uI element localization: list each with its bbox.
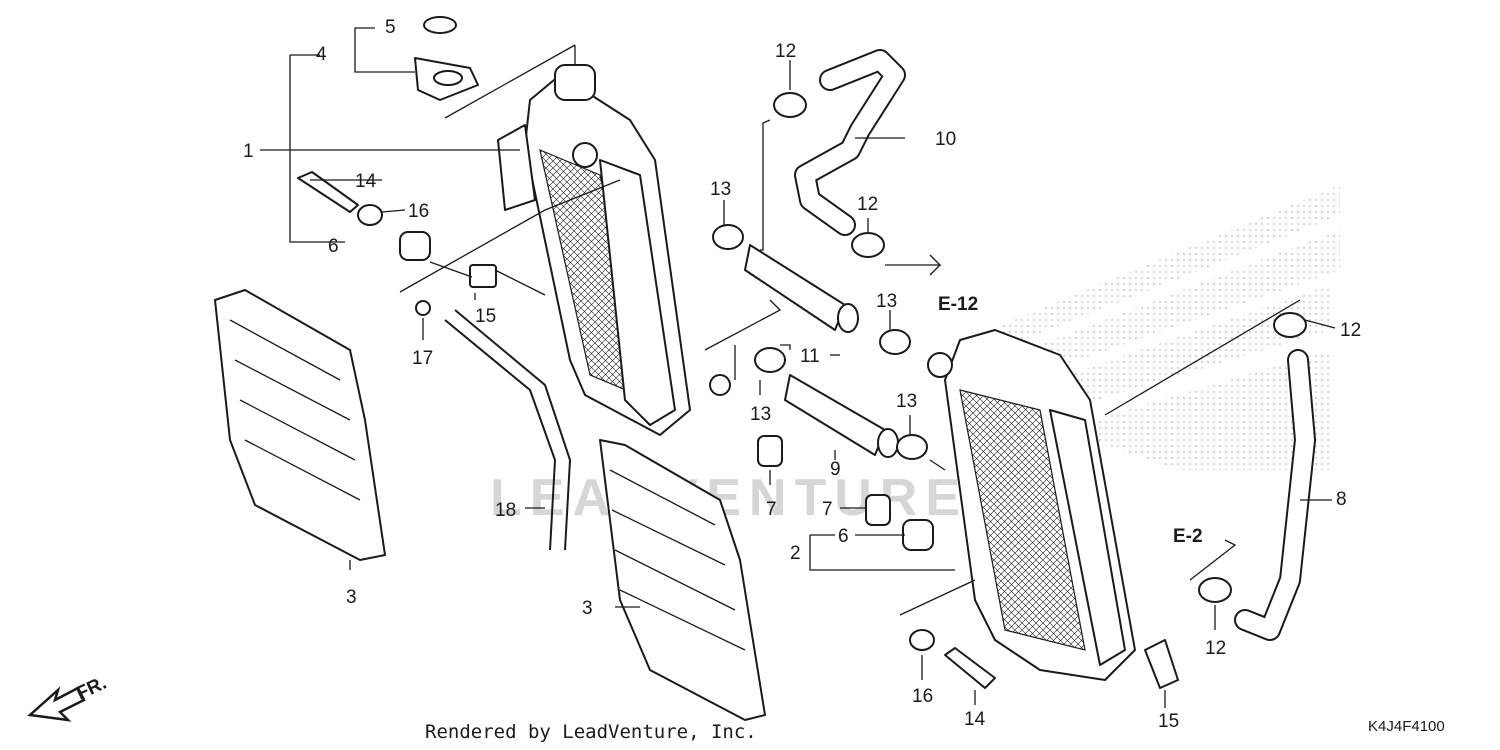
- callout-9[interactable]: 9: [830, 459, 841, 480]
- callout-12-mid[interactable]: 12: [857, 194, 878, 215]
- callout-2[interactable]: 2: [790, 543, 801, 564]
- ref-e12[interactable]: E-12: [938, 294, 978, 315]
- callout-18[interactable]: 18: [495, 500, 516, 521]
- shroud-left[interactable]: [214, 289, 386, 561]
- diagram-code: K4J4F4100: [1368, 718, 1445, 735]
- callout-13-b[interactable]: 13: [876, 291, 897, 312]
- clamp-12-right[interactable]: [1273, 312, 1307, 338]
- callout-13-a[interactable]: 13: [710, 179, 731, 200]
- callout-1[interactable]: 1: [243, 141, 254, 162]
- callout-16-left[interactable]: 16: [408, 201, 429, 222]
- callout-5[interactable]: 5: [385, 17, 396, 38]
- callout-14-right[interactable]: 14: [964, 709, 986, 730]
- ref-e2[interactable]: E-2: [1173, 526, 1203, 547]
- clamp-13-d[interactable]: [896, 434, 928, 460]
- leadventure-watermark: LEADVENTURE: [490, 469, 968, 527]
- clamp-13-c[interactable]: [754, 347, 786, 373]
- callout-6-right[interactable]: 6: [838, 526, 849, 547]
- callout-15-right[interactable]: 15: [1158, 711, 1179, 732]
- callout-13-d[interactable]: 13: [896, 391, 917, 412]
- clamp-12-low[interactable]: [1198, 577, 1232, 603]
- shroud-right[interactable]: [599, 439, 766, 721]
- callout-7-right[interactable]: 7: [822, 499, 833, 520]
- callout-16-right[interactable]: 16: [912, 686, 933, 707]
- clamp-13-b[interactable]: [879, 329, 911, 355]
- callout-13-c[interactable]: 13: [750, 404, 771, 425]
- clamp-12-top[interactable]: [773, 92, 807, 118]
- hose-10[interactable]: [794, 49, 906, 236]
- cap-gasket[interactable]: [423, 16, 457, 34]
- callout-15-left[interactable]: 15: [475, 306, 496, 327]
- clamp-12-mid[interactable]: [851, 232, 885, 258]
- callout-14-left[interactable]: 14: [355, 171, 377, 192]
- honda-wing-watermark: [990, 185, 1340, 470]
- radiator-cap[interactable]: [414, 57, 479, 101]
- bolt-14-left[interactable]: [297, 171, 359, 213]
- callout-17[interactable]: 17: [412, 348, 433, 369]
- front-direction-arrow: [27, 686, 86, 722]
- pipe-11[interactable]: [744, 244, 859, 333]
- washer-16-left[interactable]: [357, 204, 383, 226]
- callout-3-left[interactable]: 3: [346, 587, 357, 608]
- callout-6-left[interactable]: 6: [328, 236, 339, 257]
- hose-8[interactable]: [1234, 349, 1316, 641]
- pipe-9[interactable]: [784, 374, 899, 458]
- grommet-6-left[interactable]: [399, 231, 431, 261]
- collar-7-left[interactable]: [757, 435, 783, 467]
- collar-7-right[interactable]: [865, 494, 891, 526]
- grommet-6-right[interactable]: [902, 519, 934, 551]
- callout-12-low[interactable]: 12: [1205, 638, 1226, 659]
- clip-17[interactable]: [415, 300, 431, 316]
- callout-12-right[interactable]: 12: [1340, 320, 1361, 341]
- clip-15-left[interactable]: [469, 264, 497, 288]
- leader-lines: [260, 27, 1336, 708]
- callout-7-left[interactable]: 7: [766, 499, 777, 520]
- callout-4[interactable]: 4: [316, 44, 327, 65]
- callout-11[interactable]: 11: [800, 346, 820, 367]
- radiator-right[interactable]: [927, 329, 1136, 681]
- tube-18[interactable]: [444, 309, 572, 551]
- callout-3-right[interactable]: 3: [582, 598, 593, 619]
- radiator-left[interactable]: [497, 64, 731, 436]
- washer-16-right[interactable]: [909, 629, 935, 651]
- callout-8[interactable]: 8: [1336, 489, 1347, 510]
- render-credit: Rendered by LeadVenture, Inc.: [425, 721, 757, 743]
- bolt-14-right[interactable]: [944, 647, 996, 689]
- callout-10[interactable]: 10: [935, 129, 956, 150]
- clip-15-right[interactable]: [1144, 639, 1179, 689]
- clamp-13-a[interactable]: [712, 224, 744, 250]
- callout-12-top[interactable]: 12: [775, 41, 796, 62]
